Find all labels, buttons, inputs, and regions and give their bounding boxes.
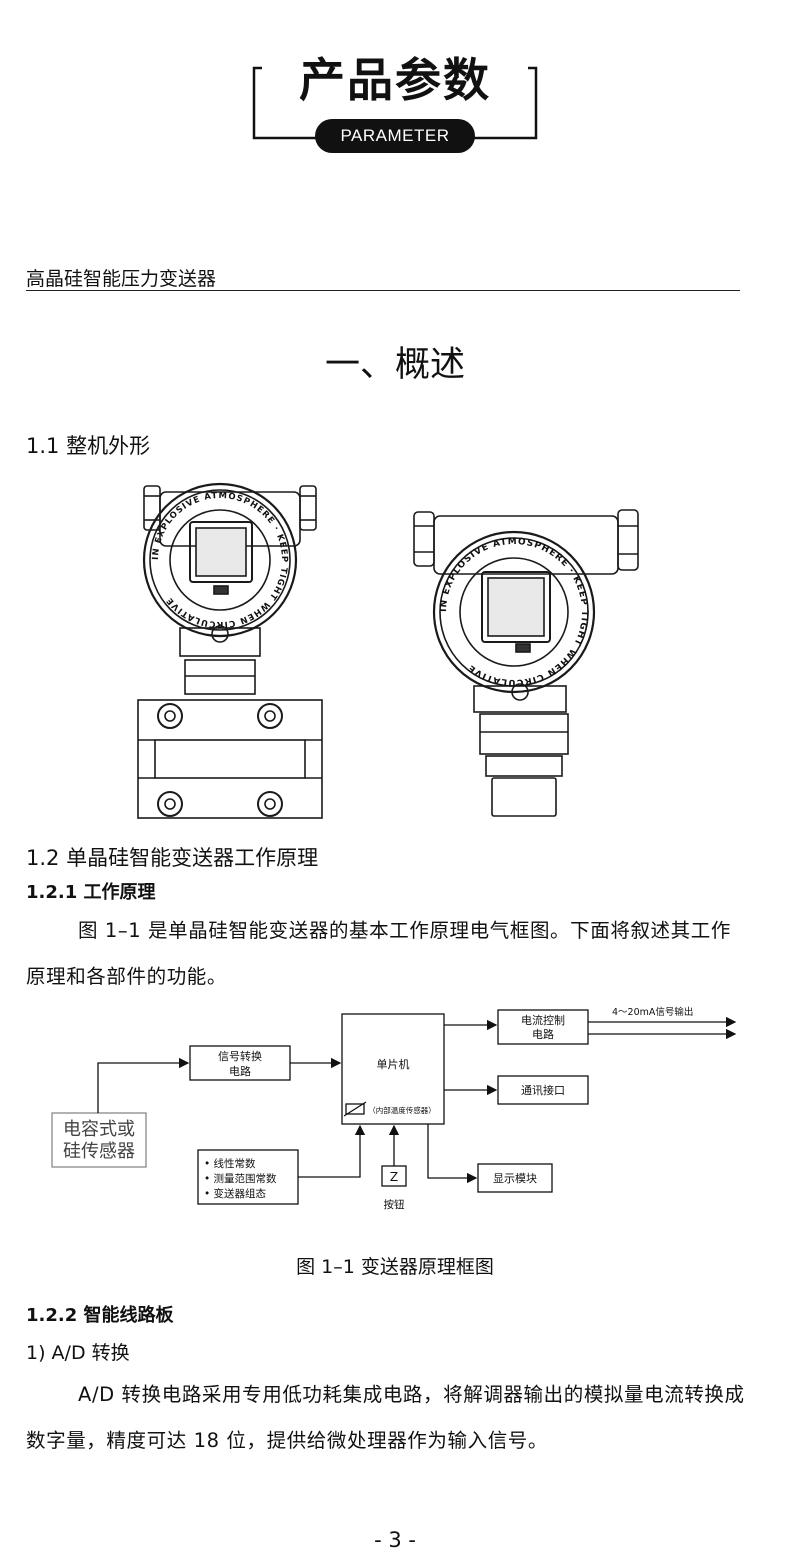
sensor-label-1: 电容式或 [63,1119,135,1140]
section-1-1-title: 1.1 整机外形 [26,434,151,458]
mcu-label: 单片机 [377,1057,410,1071]
comm-label: 通讯接口 [521,1084,565,1097]
section-1-2-title: 1.2 单晶硅智能变送器工作原理 [26,846,319,870]
section-1-2-2-item: 1) A/D 转换 [26,1342,130,1364]
temp-sensor-label: （内部温度传感器） [368,1105,436,1115]
display-box [477,1163,553,1193]
block-diagram: 电容式或 硅传感器 信号转换 电路 单片机 （内部温度传感器） 电流控制 电路 … [51,1006,737,1211]
comm-interface-box [497,1075,589,1105]
param-item-3: • 变送器组态 [204,1187,267,1200]
banner-title: 产品参数 [299,53,491,107]
banner-subtitle: PARAMETER [315,119,475,153]
current-control-box [497,1009,589,1045]
current-ctrl-label-2: 电路 [532,1028,554,1041]
param-item-1: • 线性常数 [204,1157,256,1170]
button-symbol: Z [390,1170,398,1184]
document-title: 高晶硅智能压力变送器 [26,268,217,290]
differential-transmitter-image: IN EXPLOSIVE ATMOSPHERE · KEEP TIGHT WHE… [137,482,323,819]
param-item-2: • 测量范围常数 [204,1172,277,1185]
section-1-2-2-paragraph: A/D 转换电路采用专用低功耗集成电路，将解调器输出的模拟量电流转换成数字量，精… [26,1383,745,1452]
mcu-box [341,1013,445,1125]
display-label: 显示模块 [493,1172,537,1185]
sensor-box [51,1112,147,1168]
diagram-caption: 图 1–1 变送器原理框图 [296,1256,494,1278]
page-number: - 3 - [374,1528,416,1552]
output-label: 4～20mA信号输出 [612,1006,693,1018]
section-1-2-1-title: 1.2.1 工作原理 [26,882,156,903]
chapter-title: 一、概述 [0,336,790,387]
signal-conv-label-1: 信号转换 [218,1049,262,1063]
sensor-label-2: 硅传感器 [63,1141,135,1162]
section-1-2-2-title: 1.2.2 智能线路板 [26,1305,174,1326]
signal-conv-label-2: 电路 [229,1065,251,1078]
section-1-2-1-paragraph: 图 1–1 是单晶硅智能变送器的基本工作原理电气框图。下面将叙述其工作原理和各部… [26,919,731,988]
chapter-title-text: 一、概述 [324,345,465,385]
gauge-transmitter-image: IN EXPLOSIVE ATMOSPHERE · KEEP TIGHT WHE… [413,509,639,817]
header-rule [26,290,740,291]
current-ctrl-label-1: 电流控制 [521,1013,565,1027]
banner-frame [252,66,538,140]
button-label: 按钮 [384,1198,405,1211]
